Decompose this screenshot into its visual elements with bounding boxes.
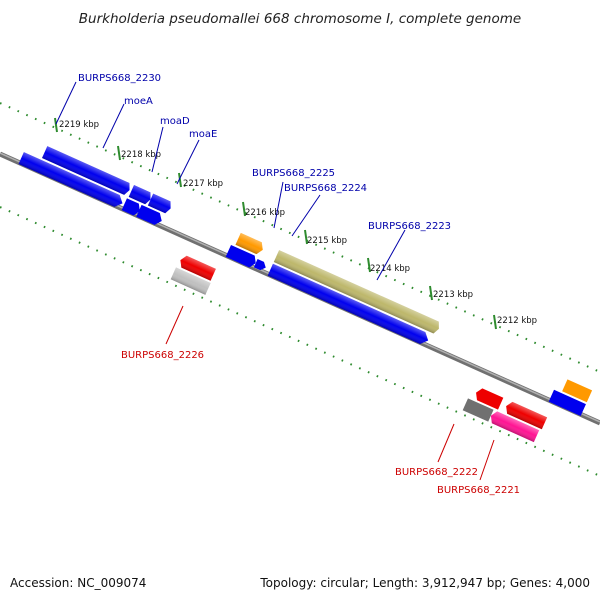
kbp-tick-labels: 2219 kbp 2218 kbp 2217 kbp 2216 kbp 2215… [59, 120, 537, 326]
label-moea[interactable]: moeA [124, 96, 153, 107]
label-burps668-2223[interactable]: BURPS668_2223 [368, 221, 451, 232]
gene-small-1[interactable] [121, 198, 143, 217]
leader-burps668-2230 [55, 81, 77, 125]
outer-dotted-track [0, 102, 600, 373]
label-burps668-2230[interactable]: BURPS668_2230 [78, 73, 161, 84]
label-burps668-2222[interactable]: BURPS668_2222 [395, 467, 478, 478]
gene-small-3[interactable] [253, 259, 268, 272]
forward-genes [18, 146, 593, 416]
leader-burps668-2221 [479, 439, 495, 481]
gene-partial-right-blue[interactable] [548, 389, 586, 416]
leader-burps668-2225 [273, 181, 284, 229]
label-moad[interactable]: moaD [160, 116, 190, 127]
leader-burps668-2226 [165, 305, 184, 345]
leader-burps668-2223 [376, 229, 406, 281]
tick-label: 2212 kbp [497, 316, 537, 326]
reverse-leader-lines [165, 305, 495, 481]
tick-mark [493, 314, 497, 330]
gene-small-2[interactable] [136, 204, 164, 227]
label-moae[interactable]: moaE [189, 129, 217, 140]
reverse-gene-labels: BURPS668_2226 BURPS668_2222 BURPS668_222… [121, 350, 520, 496]
tick-mark [429, 285, 433, 301]
gene-red-right-1[interactable] [473, 387, 504, 410]
tick-label: 2218 kbp [121, 150, 161, 160]
tick-label: 2215 kbp [307, 236, 347, 246]
leader-moae [176, 139, 200, 185]
topology-text: Topology: circular; Length: 3,912,947 bp… [259, 576, 590, 590]
tick-mark [367, 257, 371, 273]
label-burps668-2221[interactable]: BURPS668_2221 [437, 485, 520, 496]
gene-burps668-2224[interactable] [225, 244, 259, 269]
tick-label: 2213 kbp [433, 290, 473, 300]
tick-label: 2214 kbp [370, 264, 410, 274]
tick-label: 2216 kbp [245, 208, 285, 218]
forward-leader-lines [55, 81, 406, 281]
leader-moad [151, 126, 164, 173]
forward-gene-labels: BURPS668_2230 moeA moaD moaE BURPS668_22… [78, 73, 451, 232]
accession-text: Accession: NC_009074 [10, 576, 146, 590]
label-burps668-2226[interactable]: BURPS668_2226 [121, 350, 204, 361]
label-burps668-2224[interactable]: BURPS668_2224 [284, 183, 367, 194]
tick-mark [178, 172, 182, 188]
leader-moea [102, 103, 125, 149]
leader-burps668-2224 [291, 194, 321, 237]
label-burps668-2225[interactable]: BURPS668_2225 [252, 168, 335, 179]
gene-burps668-2222[interactable] [462, 398, 494, 422]
kbp-ticks [54, 117, 497, 330]
tick-mark [117, 145, 121, 161]
tick-label: 2219 kbp [59, 120, 99, 130]
tick-mark [54, 117, 58, 133]
reverse-genes [170, 255, 548, 443]
tick-label: 2217 kbp [183, 179, 223, 189]
inner-dotted-track [0, 206, 600, 477]
tick-mark [242, 201, 246, 217]
leader-burps668-2222 [437, 423, 455, 463]
map-title: Burkholderia pseudomallei 668 chromosome… [79, 11, 521, 27]
gene-partial-right-orange[interactable] [562, 379, 593, 403]
tick-mark [304, 229, 308, 245]
